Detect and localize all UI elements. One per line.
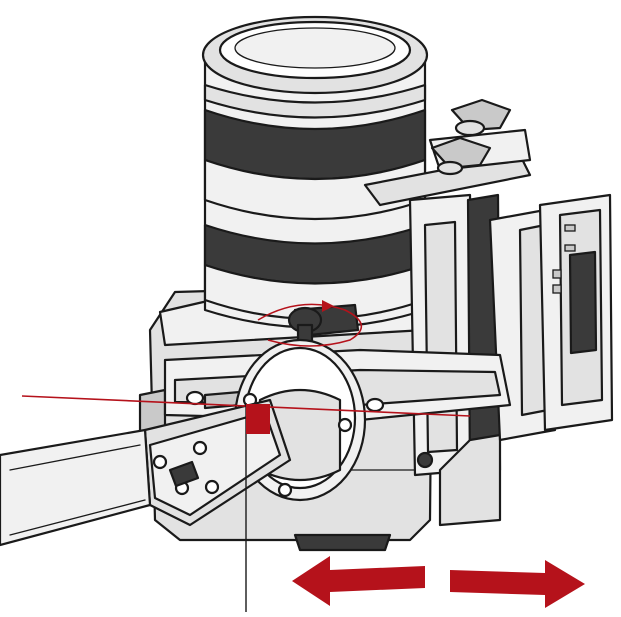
arrow-right-icon <box>450 560 585 608</box>
lens-clamp-knob <box>287 303 360 347</box>
rotation-indicator <box>257 300 363 347</box>
lens-barrel <box>201 15 429 329</box>
handle-bar <box>0 428 152 547</box>
rotation-arrow-head-icon <box>322 300 334 312</box>
annotation-lines <box>21 395 471 612</box>
adjustment-arrows <box>292 556 585 608</box>
rotation-arc <box>257 303 363 347</box>
lens-support-arm <box>363 98 532 207</box>
arrow-left-icon <box>292 556 425 606</box>
side-display-panel <box>538 193 614 432</box>
center-marker <box>246 404 270 434</box>
